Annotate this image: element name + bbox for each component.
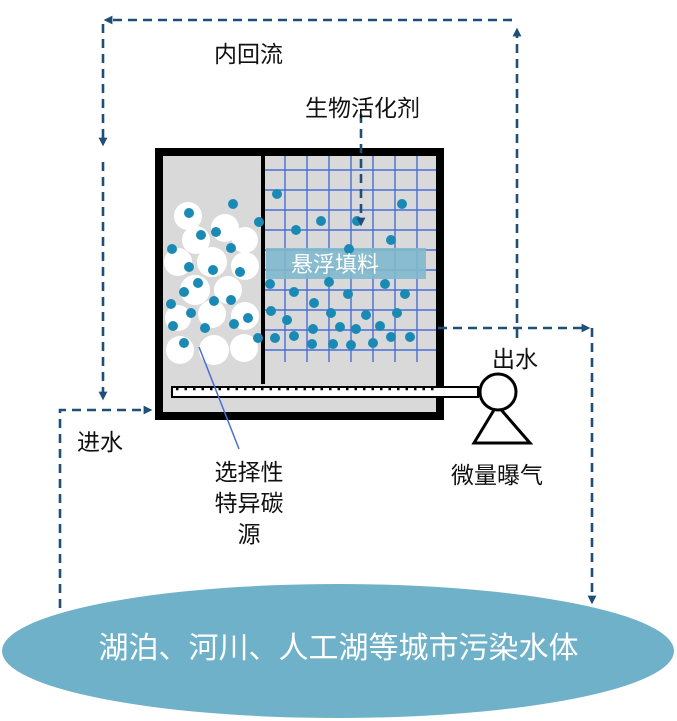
carbon-source-balls [164, 202, 259, 365]
media-dots-right [265, 189, 415, 350]
inlet-arrow [58, 405, 153, 608]
carbon-source-line-1: 选择性 [214, 460, 284, 486]
carbon-source-line-2: 特异碳 [214, 491, 284, 517]
aeration-pipe [171, 386, 479, 398]
media-dots-left [166, 199, 264, 348]
inlet-label: 进水 [77, 430, 123, 456]
flow-arrows [58, 15, 597, 608]
carbon-source-leader [198, 346, 240, 450]
suspended-filler-label: 悬浮填料 [291, 253, 380, 278]
micro-aeration-label: 微量曝气 [451, 463, 543, 489]
suspended-filler-band [266, 248, 426, 279]
outlet-label: 出水 [492, 347, 538, 373]
carbon-source-line-3: 源 [237, 522, 261, 548]
water-body-ellipse [2, 584, 674, 718]
water-body-label: 湖泊、河川、人工湖等城市污染水体 [98, 631, 579, 666]
blower-pump [471, 372, 534, 445]
bio-agent-label: 生物活化剂 [305, 96, 420, 122]
inner-reflux-label: 内回流 [214, 42, 283, 68]
carbon-source-label: 选择性 特异碳 源 [204, 458, 294, 551]
